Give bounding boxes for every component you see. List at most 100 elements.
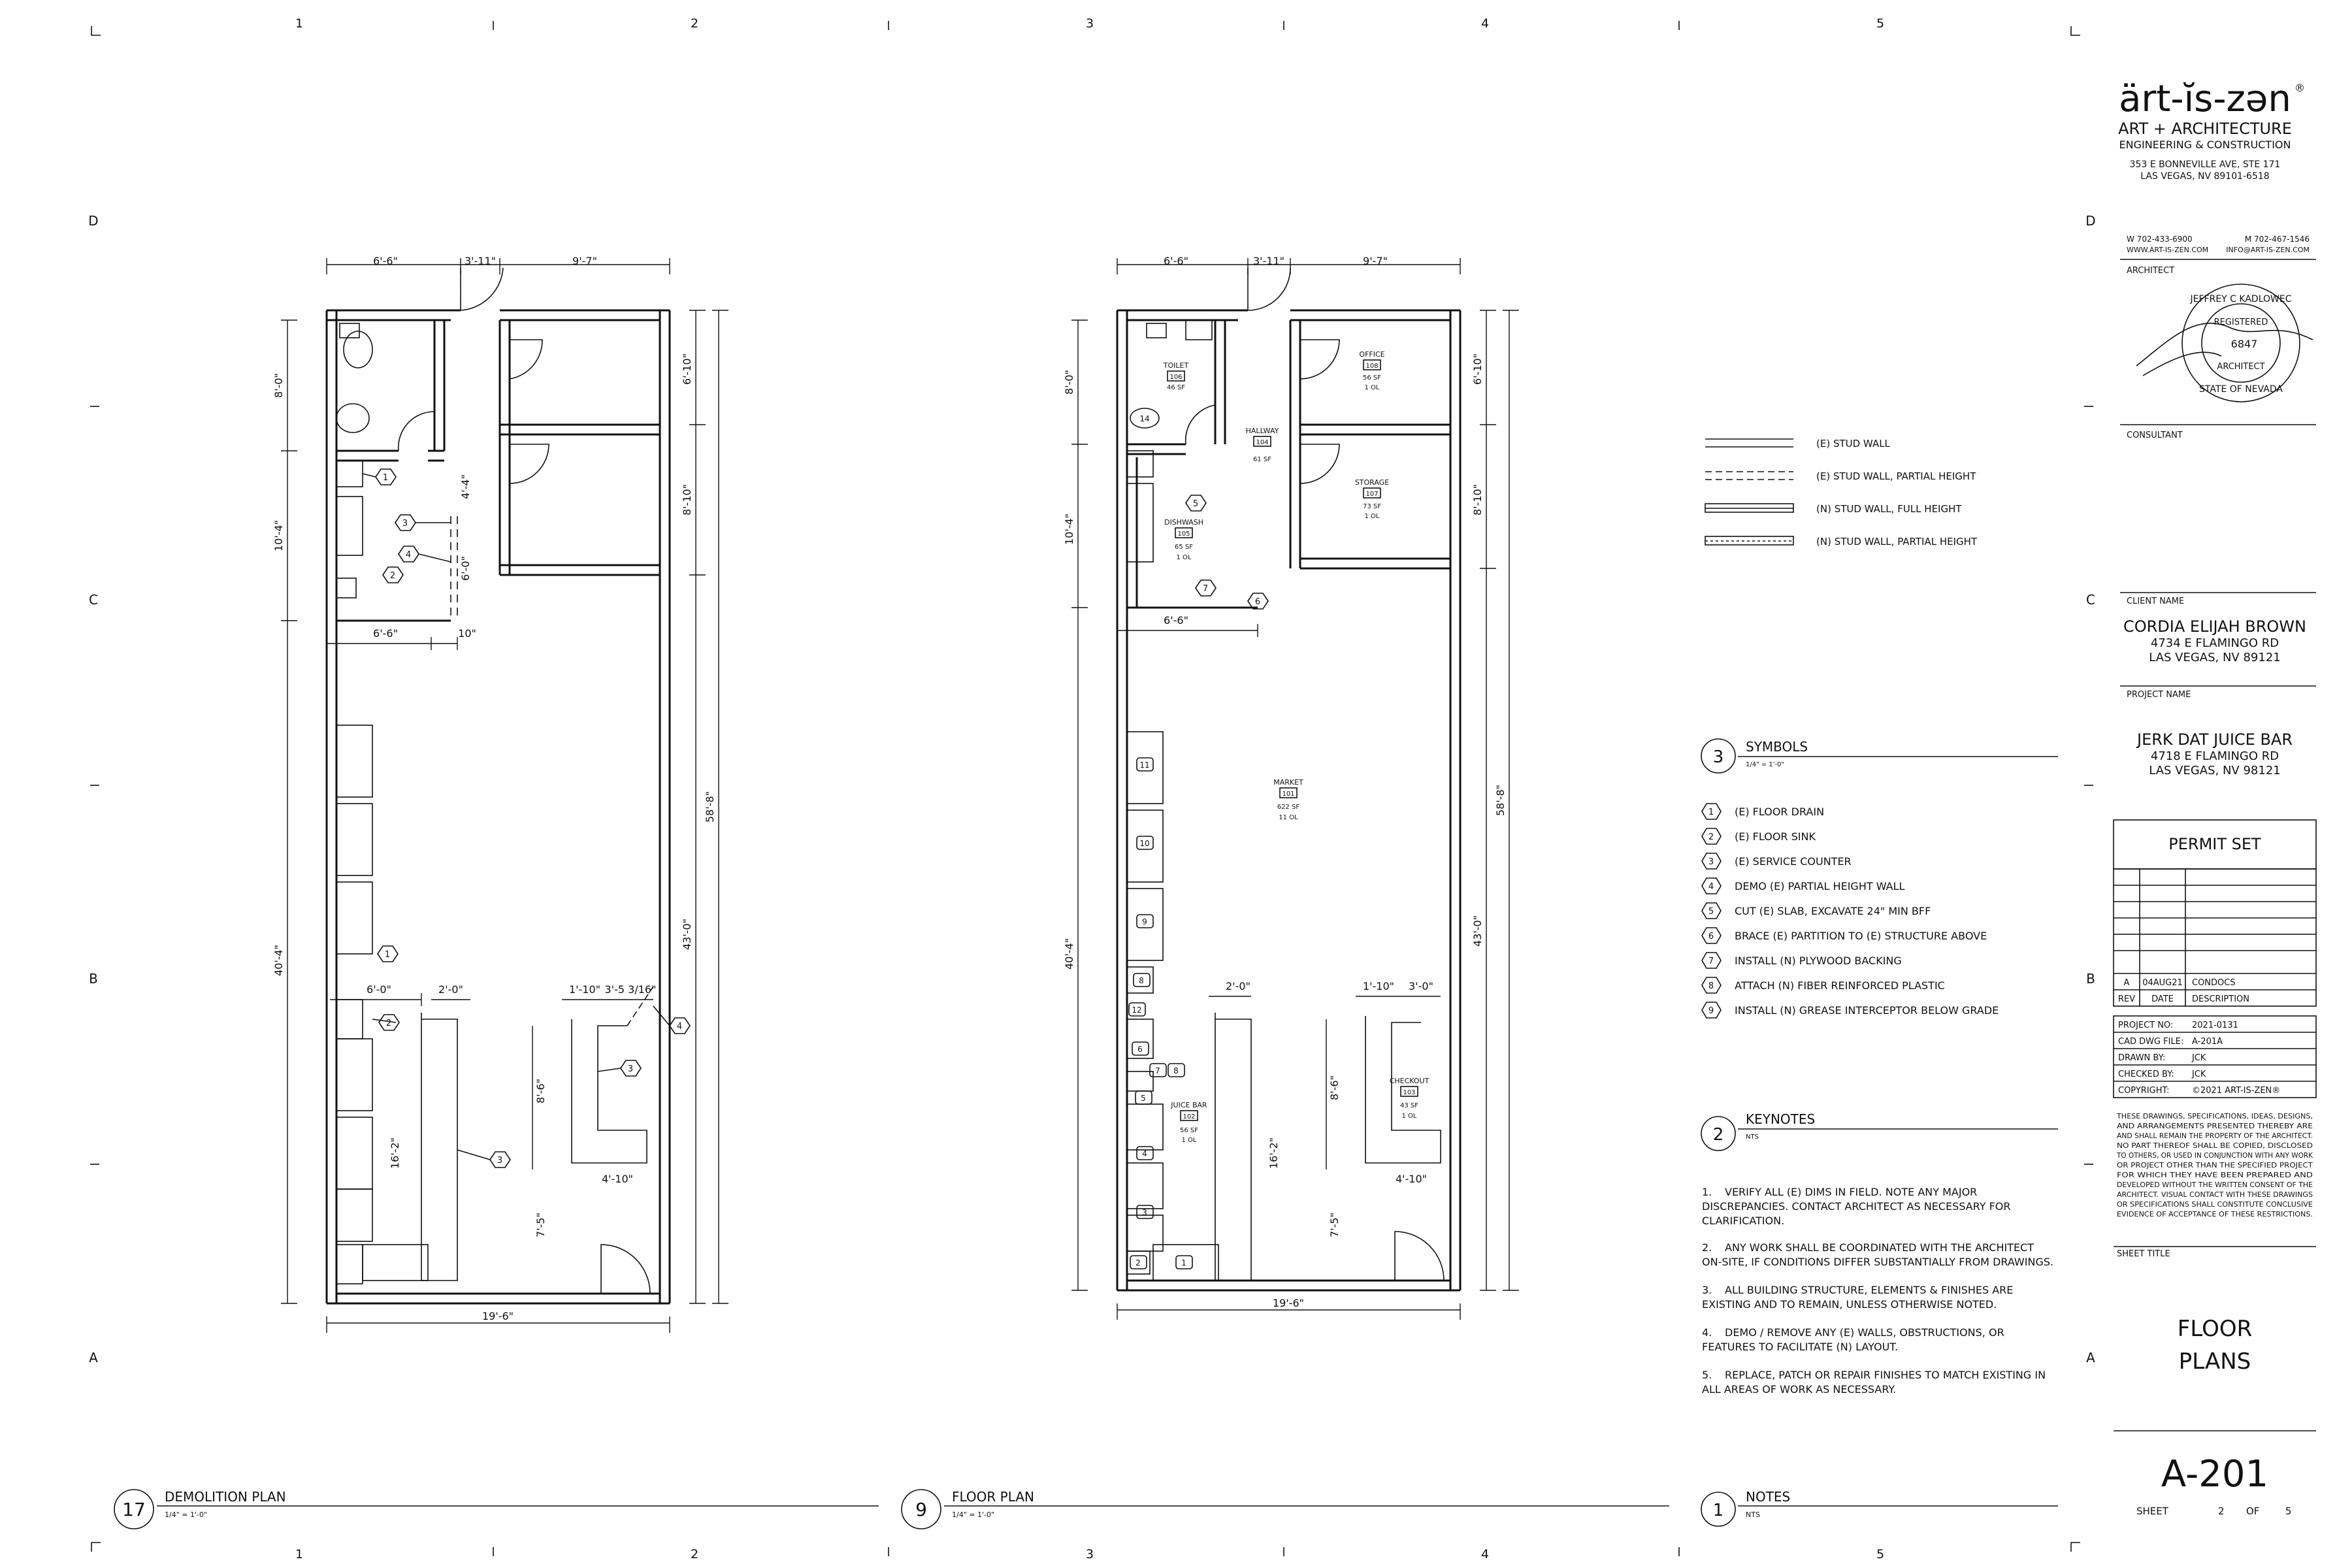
svg-text:8: 8	[1708, 981, 1714, 991]
symbol-tag: 2	[382, 566, 404, 583]
svg-text:1: 1	[385, 950, 390, 960]
dimension-line	[326, 637, 458, 650]
dimension-label: 16'-2"	[1267, 1137, 1280, 1169]
info-key: CHECKED BY:	[2118, 1070, 2174, 1079]
room-tag-office: OFFICE 108 56 SF 1 OL	[1359, 350, 1384, 391]
equipment-tag: 8	[1168, 1063, 1185, 1077]
keynote-line: VERIFY ALL (E) DIMS IN FIELD. NOTE ANY M…	[1725, 1186, 1977, 1198]
dimension-label: 6'-6"	[373, 255, 398, 267]
keynote-item: 4.DEMO / REMOVE ANY (E) WALLS, OBSTRUCTI…	[1702, 1326, 2004, 1353]
disclaimer-line: AND SHALL REMAIN THE PROPERTY OF THE ARC…	[2117, 1132, 2313, 1140]
symbol-tag: 1	[377, 945, 399, 962]
dimension-line	[1117, 624, 1461, 1320]
symbol-text: CUT (E) SLAB, EXCAVATE 24" MIN BFF	[1735, 905, 1931, 917]
svg-text:61 SF: 61 SF	[1253, 456, 1271, 463]
grid-number: 1	[295, 1547, 303, 1561]
dimension-label: 2'-0"	[1226, 980, 1250, 992]
symbol-text: ATTACH (N) FIBER REINFORCED PLASTIC	[1735, 979, 1945, 992]
dimension-line	[1117, 258, 1461, 274]
keynote-tag: 5	[1185, 495, 1207, 512]
rev-header: DESCRIPTION	[2192, 994, 2249, 1004]
dimension-label: 58'-8"	[1494, 785, 1507, 816]
fixture	[336, 578, 357, 598]
equipment-tag: 5	[1135, 1090, 1152, 1105]
door-swing	[1184, 404, 1216, 445]
symbol-tag: 4	[669, 1017, 691, 1034]
drawing-title: DEMOLITION PLAN	[165, 1489, 286, 1505]
legend-label: (E) STUD WALL, PARTIAL HEIGHT	[1816, 470, 1976, 482]
svg-text:3: 3	[1708, 857, 1714, 867]
svg-text:1: 1	[383, 473, 388, 483]
dimension-label: 6'-0"	[459, 556, 472, 581]
dimension-label: 10"	[458, 627, 476, 640]
symbol-item: 1(E) FLOOR DRAIN	[1701, 803, 1824, 820]
svg-text:HALLWAY: HALLWAY	[1246, 427, 1279, 435]
svg-text:STORAGE: STORAGE	[1355, 478, 1389, 487]
disclaimer-line: OR PROJECT OTHER THAN THE SPECIFIED PROJ…	[2117, 1162, 2313, 1169]
corner-mark	[91, 26, 101, 36]
drawing-number-bubble	[901, 1489, 941, 1529]
svg-text:3: 3	[402, 519, 408, 529]
dimension-label: 6'-0"	[367, 983, 391, 996]
grid-letter: B	[89, 971, 98, 987]
info-value: ©2021 ART-IS-ZEN®	[2192, 1086, 2280, 1096]
svg-text:3.: 3.	[1702, 1284, 1712, 1296]
equipment-tag: 11	[1136, 757, 1154, 772]
disclaimer: THESE DRAWINGS, SPECIFICATIONS, IDEAS, D…	[2116, 1113, 2313, 1218]
keynote-item: 1.VERIFY ALL (E) DIMS IN FIELD. NOTE ANY…	[1702, 1186, 2011, 1227]
leader-line	[362, 473, 670, 1160]
equipment	[336, 1188, 373, 1242]
corner-mark	[91, 1542, 101, 1552]
grid-number: 3	[1086, 16, 1094, 31]
info-value: JCK	[2191, 1053, 2206, 1063]
equipment-tag: 14	[1130, 408, 1160, 429]
dimension-label: 7'-5"	[1328, 1213, 1341, 1237]
equipment	[336, 881, 373, 955]
set-name: PERMIT SET	[2168, 835, 2261, 853]
svg-text:1 OL: 1 OL	[1182, 1137, 1197, 1144]
equipment	[1152, 1244, 1219, 1281]
project-address: 4718 E FLAMINGO RD	[2151, 749, 2279, 763]
disclaimer-line: THESE DRAWINGS, SPECIFICATIONS, IDEAS, D…	[2116, 1113, 2313, 1120]
svg-text:10: 10	[1139, 839, 1149, 848]
dimension-label: 1'-10"	[1363, 980, 1394, 992]
dimension-label: 3'-11"	[465, 255, 496, 267]
svg-text:4: 4	[1708, 882, 1714, 892]
keynote-line: ANY WORK SHALL BE COORDINATED WITH THE A…	[1725, 1241, 2034, 1254]
dimension-line	[1071, 319, 1088, 1291]
equipment	[336, 1117, 373, 1190]
email: INFO@ART-IS-ZEN.COM	[2226, 246, 2310, 254]
title-block: ärt-ĭs-zən ® ART + ARCHITECTURE ENGINEER…	[2113, 78, 2317, 1517]
keynote-tag: 7	[1195, 580, 1217, 596]
client-address: 4734 E FLAMINGO RD	[2151, 636, 2279, 650]
svg-text:11: 11	[1139, 760, 1149, 770]
legend-swatch	[1705, 438, 1793, 448]
symbol-item: 3(E) SERVICE COUNTER	[1701, 853, 1852, 870]
grid-letter: D	[2085, 213, 2095, 229]
project-name: JERK DAT JUICE BAR	[2136, 730, 2293, 749]
door-swing	[397, 411, 435, 451]
equipment-tag: 6	[1132, 1041, 1149, 1056]
svg-text:2.: 2.	[1702, 1241, 1712, 1254]
symbols-section: 3 SYMBOLS 1/4" = 1'-0" 1(E) FLOOR DRAIN2…	[1701, 738, 2058, 1019]
symbol-tag: 3	[395, 514, 416, 531]
info-key: CAD DWG FILE:	[2118, 1037, 2183, 1047]
drawing-scale: 1/4" = 1'-0"	[165, 1511, 207, 1519]
info-key: PROJECT NO:	[2118, 1021, 2173, 1030]
dimension-label: 8'-0"	[1063, 370, 1075, 395]
firm-address: 353 E BONNEVILLE AVE, STE 171	[2130, 159, 2281, 170]
svg-text:6: 6	[1708, 932, 1714, 941]
dimension-label: 4'-4"	[459, 474, 472, 499]
seal-architect: ARCHITECT	[2217, 362, 2264, 372]
disclaimer-line: EVIDENCE OF ACCEPTANCE OF THESE RESTRICT…	[2117, 1211, 2313, 1218]
svg-text:JUICE BAR: JUICE BAR	[1170, 1101, 1207, 1109]
symbol-tag: 4	[398, 546, 419, 563]
svg-text:2: 2	[390, 571, 395, 581]
svg-text:6: 6	[1255, 597, 1260, 607]
checkout-counter	[571, 1019, 647, 1164]
equipment	[1126, 1215, 1164, 1252]
